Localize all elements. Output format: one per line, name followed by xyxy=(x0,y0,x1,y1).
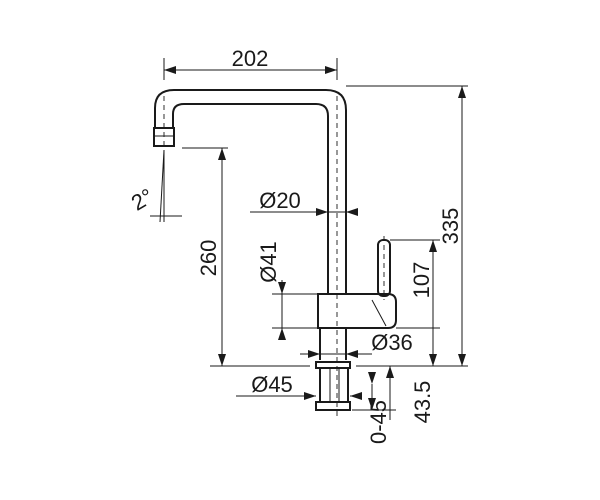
arrow-d20-left xyxy=(316,208,328,216)
spout-outer-contour xyxy=(154,89,347,294)
label-spout-height: 260 xyxy=(196,240,221,277)
under-deck-fixing xyxy=(319,367,349,403)
arrow-335-top xyxy=(458,86,466,98)
spout-inner-contour xyxy=(172,103,329,294)
label-body-diameter: Ø41 xyxy=(256,241,281,283)
label-spout-angle: 2° xyxy=(127,183,158,215)
arrow-d41-top xyxy=(278,282,286,294)
label-spout-diameter: Ø20 xyxy=(259,188,301,213)
lower-neck xyxy=(319,328,347,360)
mixer-body xyxy=(317,293,397,329)
arrow-202-right xyxy=(325,66,337,74)
arrow-107-top xyxy=(429,240,437,252)
label-lever-diameter: Ø36 xyxy=(371,330,413,355)
fixing-nut xyxy=(315,401,351,411)
fixing-rod xyxy=(329,367,340,403)
dimension-lines xyxy=(150,58,468,420)
arrow-0-45-bottom xyxy=(368,398,376,410)
arrow-43-5-top xyxy=(386,366,394,378)
arrow-107-bottom xyxy=(429,354,437,366)
label-mount-height: 43.5 xyxy=(410,381,435,424)
label-lever-height: 107 xyxy=(409,262,434,299)
label-total-height: 335 xyxy=(438,208,463,245)
arrow-d45-left xyxy=(304,392,316,400)
angle-tilted-line xyxy=(159,149,165,223)
arrow-d36-left xyxy=(308,350,320,358)
arrow-d20-right xyxy=(346,208,358,216)
center-lines xyxy=(163,96,385,420)
arrow-260-bottom xyxy=(218,354,226,366)
arrow-335-bottom xyxy=(458,354,466,366)
arrow-d45-right xyxy=(350,392,362,400)
label-spout-reach: 202 xyxy=(232,46,269,71)
leader-d36 xyxy=(371,299,387,327)
arrow-d36-right xyxy=(346,350,358,358)
faucet-outline xyxy=(153,89,397,411)
label-base-diameter: Ø45 xyxy=(251,372,293,397)
label-deck-thickness: 0-45 xyxy=(366,400,391,444)
arrow-202-left xyxy=(164,66,176,74)
arrow-260-top xyxy=(218,148,226,160)
arrow-0-45-top xyxy=(368,372,376,384)
arrow-d41-bottom xyxy=(278,328,286,340)
